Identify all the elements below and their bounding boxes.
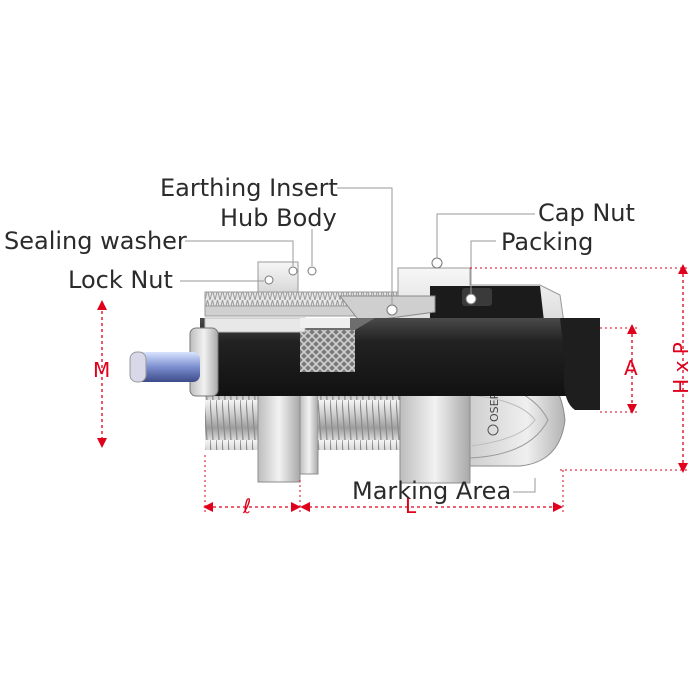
lock-nut-marker xyxy=(264,275,274,285)
packing-marker xyxy=(465,293,477,305)
dim-label-hxp: H x P xyxy=(668,342,693,394)
label-marking-area: Marking Area xyxy=(352,477,512,505)
gland-cutaway xyxy=(129,257,600,410)
braided-armour xyxy=(300,330,355,372)
earthing-marker xyxy=(386,304,398,316)
leader-sealing-washer xyxy=(185,240,294,266)
leader-cap-nut xyxy=(436,213,535,258)
label-hub-body: Hub Body xyxy=(220,204,337,232)
dimension-lines xyxy=(97,264,690,515)
leader-packing xyxy=(470,240,496,294)
hub-body-marker xyxy=(307,266,317,276)
label-packing: Packing xyxy=(501,228,594,256)
dim-label-small-l: ℓ xyxy=(243,494,252,518)
label-cap-nut: Cap Nut xyxy=(538,199,635,227)
leader-earthing-insert xyxy=(337,187,393,305)
label-lock-nut: Lock Nut xyxy=(68,266,173,294)
marking-area-marker xyxy=(487,424,499,436)
dim-label-m: M xyxy=(93,358,111,382)
leader-marking-area xyxy=(513,478,536,493)
lock-nut-section xyxy=(257,261,299,293)
cap-nut-marker xyxy=(431,257,443,269)
label-sealing-washer: Sealing washer xyxy=(4,227,187,255)
label-earthing-insert: Earthing Insert xyxy=(160,174,338,202)
cable-wires xyxy=(135,352,200,382)
leader-lines xyxy=(180,187,536,493)
dim-label-big-l: L xyxy=(405,494,417,518)
sealing-washer-marker xyxy=(288,266,298,276)
dim-label-a: A xyxy=(624,356,638,380)
